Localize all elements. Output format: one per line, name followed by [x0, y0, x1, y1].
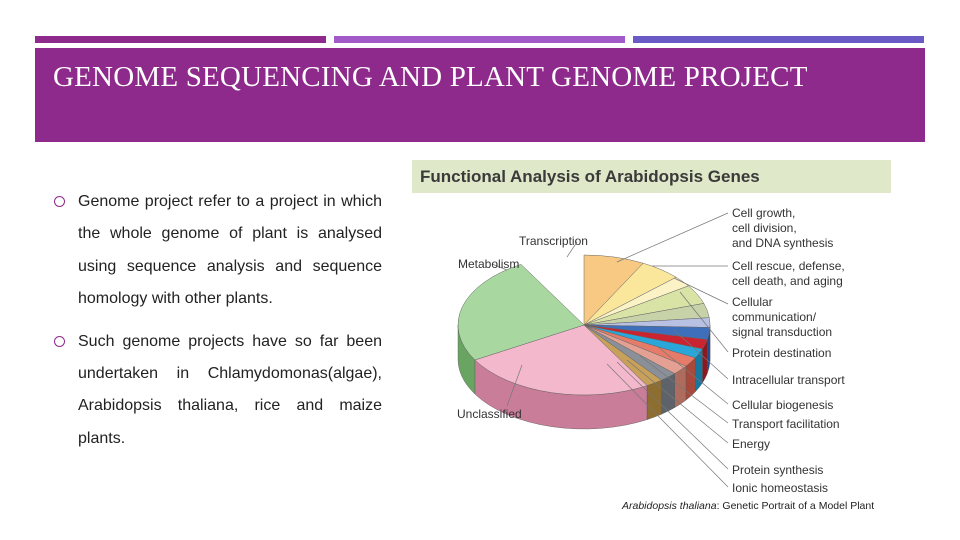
pie-slice — [474, 324, 648, 396]
label-intracellular-transport: Intracellular transport — [732, 373, 845, 387]
accent-bar-purple — [35, 36, 326, 43]
caption-text: : Genetic Portrait of a Model Plant — [716, 500, 875, 512]
bullet-item: Such genome projects have so far been un… — [52, 326, 382, 456]
leader-line — [626, 359, 729, 444]
leader-line — [606, 363, 729, 488]
accent-bar-blue — [633, 36, 924, 43]
label-cellular-biogenesis: Cellular biogenesis — [732, 398, 834, 412]
label-cellular-communication: Cellular communication/ signal transduct… — [732, 295, 833, 339]
leader-line — [566, 241, 578, 258]
pie-slice — [457, 264, 585, 361]
label-cell-growth: Cell growth, cell division, and DNA synt… — [732, 206, 834, 250]
circle-bullet-icon — [54, 335, 65, 347]
label-transcription: Transcription — [519, 234, 588, 248]
leader-line — [673, 277, 729, 305]
circle-bullet-icon — [54, 196, 65, 207]
leader-line — [679, 291, 729, 353]
leader-line — [673, 329, 729, 380]
figure-caption: Arabidopsis thaliana: Genetic Portrait o… — [622, 500, 874, 512]
accent-bar-violet — [334, 36, 625, 43]
label-transport-facilitation: Transport facilitation — [732, 417, 840, 431]
leader-line — [616, 361, 729, 470]
label-energy: Energy — [732, 437, 771, 451]
pie-figure: Functional Analysis of Arabidopsis Genes… — [412, 160, 894, 520]
pie-chart — [457, 212, 729, 488]
pie-top — [457, 254, 711, 396]
leader-line — [506, 364, 523, 407]
label-protein-destination: Protein destination — [732, 346, 832, 360]
leader-lines — [491, 212, 729, 488]
leader-line — [491, 263, 508, 271]
bullet-text: Genome project refer to a project in whi… — [78, 193, 382, 308]
leader-line — [616, 212, 729, 263]
figure-title: Functional Analysis of Arabidopsis Genes — [412, 160, 891, 193]
label-unclassified: Unclassified — [457, 407, 522, 421]
leader-line — [639, 355, 729, 424]
pie-side-wall — [646, 379, 662, 420]
label-protein-synthesis: Protein synthesis — [732, 463, 824, 477]
leader-line — [656, 345, 729, 405]
caption-species: Arabidopsis thaliana — [622, 500, 717, 512]
label-ionic-homeostasis: Ionic homeostasis — [732, 481, 829, 495]
bullet-text: Such genome projects have so far been un… — [78, 332, 382, 447]
label-cell-rescue: Cell rescue, defense, cell death, and ag… — [732, 259, 845, 288]
slide-title: GENOME SEQUENCING AND PLANT GENOME PROJE… — [53, 61, 808, 93]
label-metabolism: Metabolism — [458, 257, 520, 271]
bullet-item: Genome project refer to a project in whi… — [52, 186, 382, 316]
pie-side — [457, 324, 711, 430]
bullet-list: Genome project refer to a project in whi… — [52, 186, 382, 455]
title-banner: GENOME SEQUENCING AND PLANT GENOME PROJE… — [35, 48, 925, 142]
